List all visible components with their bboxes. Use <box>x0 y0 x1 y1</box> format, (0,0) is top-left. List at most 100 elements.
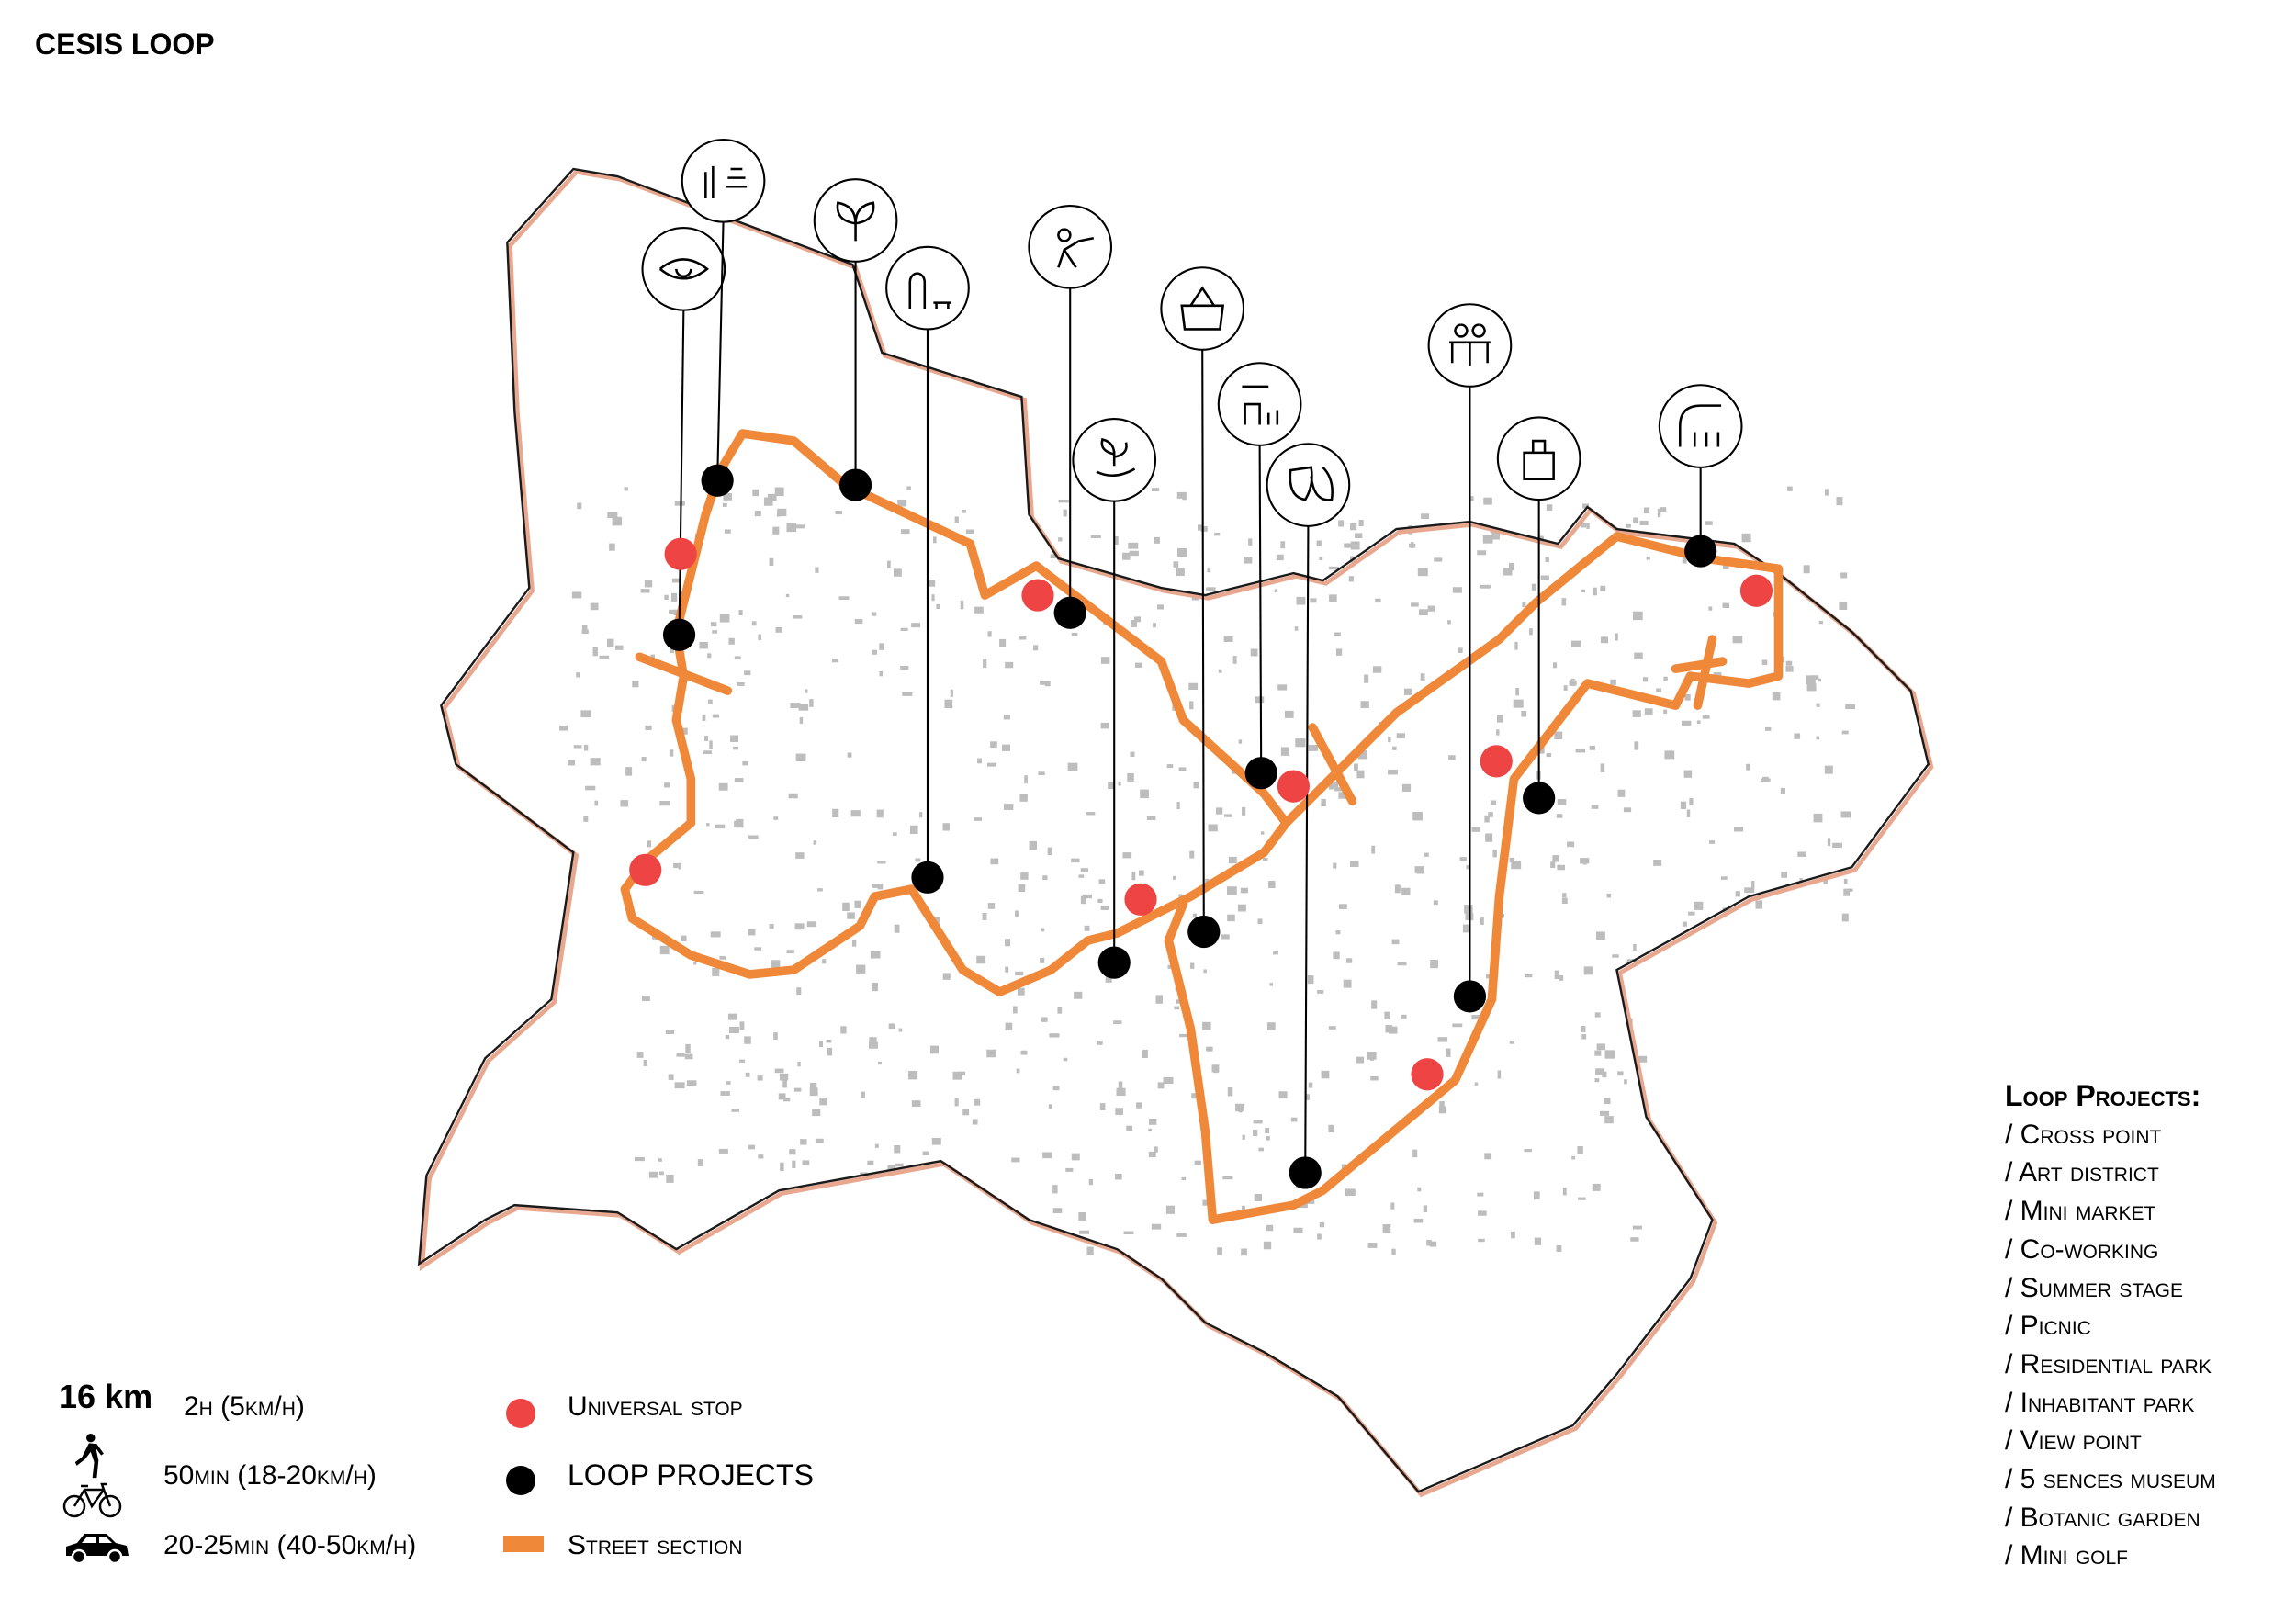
eye-icon <box>658 258 709 280</box>
universal-stop[interactable] <box>1124 883 1157 916</box>
building <box>706 823 710 827</box>
loop-project-marker[interactable] <box>1028 204 1113 629</box>
building <box>1194 1160 1201 1165</box>
loop-project-marker[interactable] <box>813 178 898 501</box>
loop-project-marker[interactable] <box>1217 362 1302 790</box>
building <box>1349 861 1359 868</box>
building <box>942 823 950 831</box>
building <box>571 591 582 599</box>
building <box>1657 508 1661 518</box>
building <box>1308 1082 1313 1088</box>
building <box>1477 550 1487 556</box>
building <box>1417 1187 1422 1192</box>
building <box>1630 1237 1639 1242</box>
universal-stop[interactable] <box>1277 770 1311 803</box>
building <box>583 744 589 751</box>
building <box>1217 1247 1222 1255</box>
building <box>1571 1155 1576 1160</box>
building <box>809 1082 817 1090</box>
loop-project-marker[interactable] <box>885 245 970 894</box>
building <box>1005 661 1014 669</box>
building <box>1497 1070 1502 1079</box>
building <box>1389 1026 1398 1034</box>
building <box>1595 931 1605 940</box>
building <box>1360 701 1369 709</box>
building <box>1329 594 1337 602</box>
building <box>643 1059 647 1066</box>
loop-project-marker[interactable] <box>1658 384 1743 568</box>
building <box>1643 507 1650 514</box>
building <box>1427 605 1435 612</box>
loop-project-dot[interactable] <box>1187 915 1221 949</box>
building <box>887 560 891 568</box>
building <box>1471 827 1480 832</box>
building <box>1258 1147 1265 1152</box>
loop-project-dot[interactable] <box>1097 946 1131 979</box>
building <box>1370 1075 1379 1081</box>
building <box>1191 1093 1198 1099</box>
building <box>1803 565 1810 574</box>
building <box>1200 526 1208 532</box>
building <box>819 1097 827 1106</box>
loop-project-dot[interactable] <box>662 618 696 651</box>
building <box>645 725 652 730</box>
building <box>1426 1239 1432 1246</box>
universal-stop[interactable] <box>1739 574 1773 607</box>
building <box>1105 975 1112 983</box>
mini-golf-icon <box>1678 404 1722 447</box>
loop-project-marker[interactable] <box>1160 266 1245 949</box>
building <box>1592 1183 1601 1191</box>
loop-project-dot[interactable] <box>1244 757 1277 790</box>
loop-project-dot[interactable] <box>838 468 872 501</box>
building <box>1153 623 1156 628</box>
building <box>1139 870 1144 876</box>
universal-stop[interactable] <box>1480 745 1513 778</box>
building <box>1824 765 1833 774</box>
building <box>1554 731 1563 740</box>
universal-stop[interactable] <box>1021 579 1054 612</box>
building <box>707 653 712 659</box>
loop-project-dot[interactable] <box>1053 596 1086 629</box>
building <box>1599 1110 1610 1116</box>
loop-project-dot[interactable] <box>1453 980 1487 1013</box>
building <box>1044 681 1051 687</box>
loop-project-marker[interactable] <box>641 226 726 651</box>
building <box>1002 744 1010 751</box>
building <box>1356 770 1365 779</box>
universal-stop[interactable] <box>1411 1058 1444 1091</box>
building <box>739 1059 746 1063</box>
building <box>1411 602 1419 607</box>
loop-project-dot[interactable] <box>1289 1156 1322 1189</box>
building <box>641 757 647 762</box>
building <box>634 1156 645 1162</box>
street-section-legend-swatch <box>503 1536 544 1552</box>
loop-project-marker[interactable] <box>1427 303 1513 1013</box>
building <box>736 818 744 828</box>
building <box>887 1165 895 1171</box>
building <box>1058 537 1063 542</box>
loop-project-marker[interactable] <box>1266 443 1351 1189</box>
universal-stop[interactable] <box>629 853 662 886</box>
universal-stop[interactable] <box>664 537 697 570</box>
loop-project-marker[interactable] <box>681 138 766 497</box>
building <box>1755 900 1763 909</box>
loop-project-dot[interactable] <box>701 464 734 497</box>
loop-project-dot[interactable] <box>1684 535 1717 568</box>
building <box>1581 1025 1586 1032</box>
building <box>1708 606 1713 611</box>
building <box>1020 872 1029 880</box>
building <box>1189 701 1194 710</box>
loop-project-dot[interactable] <box>911 861 944 894</box>
building <box>607 638 614 647</box>
building <box>1638 1055 1648 1063</box>
building <box>1317 1233 1322 1240</box>
loop-project-marker[interactable] <box>1072 418 1157 979</box>
building <box>1496 729 1500 736</box>
building <box>1146 816 1156 821</box>
building <box>731 1109 740 1112</box>
building <box>1554 970 1559 979</box>
loop-project-marker[interactable] <box>1496 416 1581 815</box>
building <box>817 888 823 892</box>
loop-project-dot[interactable] <box>1523 782 1556 815</box>
